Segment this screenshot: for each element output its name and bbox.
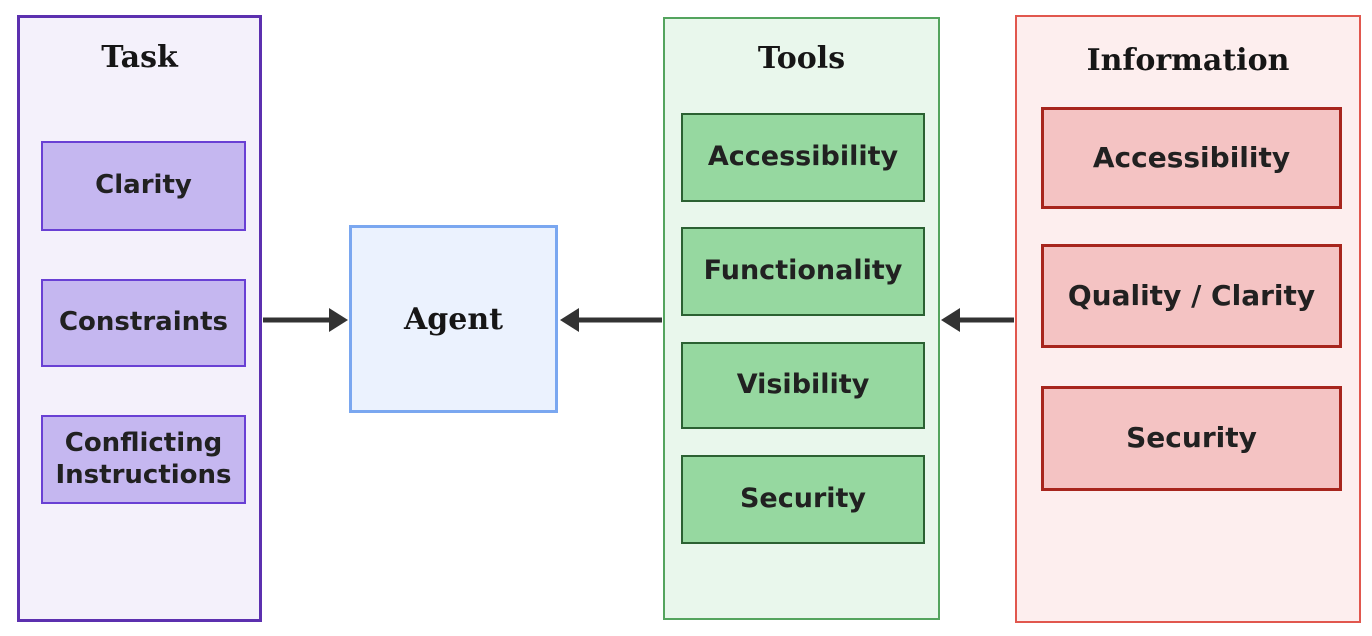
task-column-title: Task xyxy=(101,40,178,75)
task-item-conflicting-instructions: Conflicting Instructions xyxy=(41,415,246,504)
tools-item-accessibility: Accessibility xyxy=(681,113,925,202)
tools-item-visibility: Visibility xyxy=(681,342,925,429)
arrow-task-to-agent xyxy=(263,308,348,332)
information-column-title: Information xyxy=(1086,43,1290,78)
tools-item-security: Security xyxy=(681,455,925,544)
arrow-information-to-tools xyxy=(941,308,1014,332)
agent-node: Agent xyxy=(349,225,558,413)
agent-label: Agent xyxy=(403,301,503,337)
task-column: Task Clarity Constraints Conflicting Ins… xyxy=(17,15,262,622)
tools-column: Tools Accessibility Functionality Visibi… xyxy=(663,17,940,620)
tools-column-title: Tools xyxy=(757,41,846,76)
information-item-accessibility: Accessibility xyxy=(1041,107,1342,209)
tools-item-functionality: Functionality xyxy=(681,227,925,316)
information-column: Information Accessibility Quality / Clar… xyxy=(1015,15,1361,623)
information-item-quality-clarity: Quality / Clarity xyxy=(1041,244,1342,348)
task-item-constraints: Constraints xyxy=(41,279,246,367)
arrow-tools-to-agent xyxy=(560,308,662,332)
information-item-security: Security xyxy=(1041,386,1342,491)
task-item-clarity: Clarity xyxy=(41,141,246,231)
